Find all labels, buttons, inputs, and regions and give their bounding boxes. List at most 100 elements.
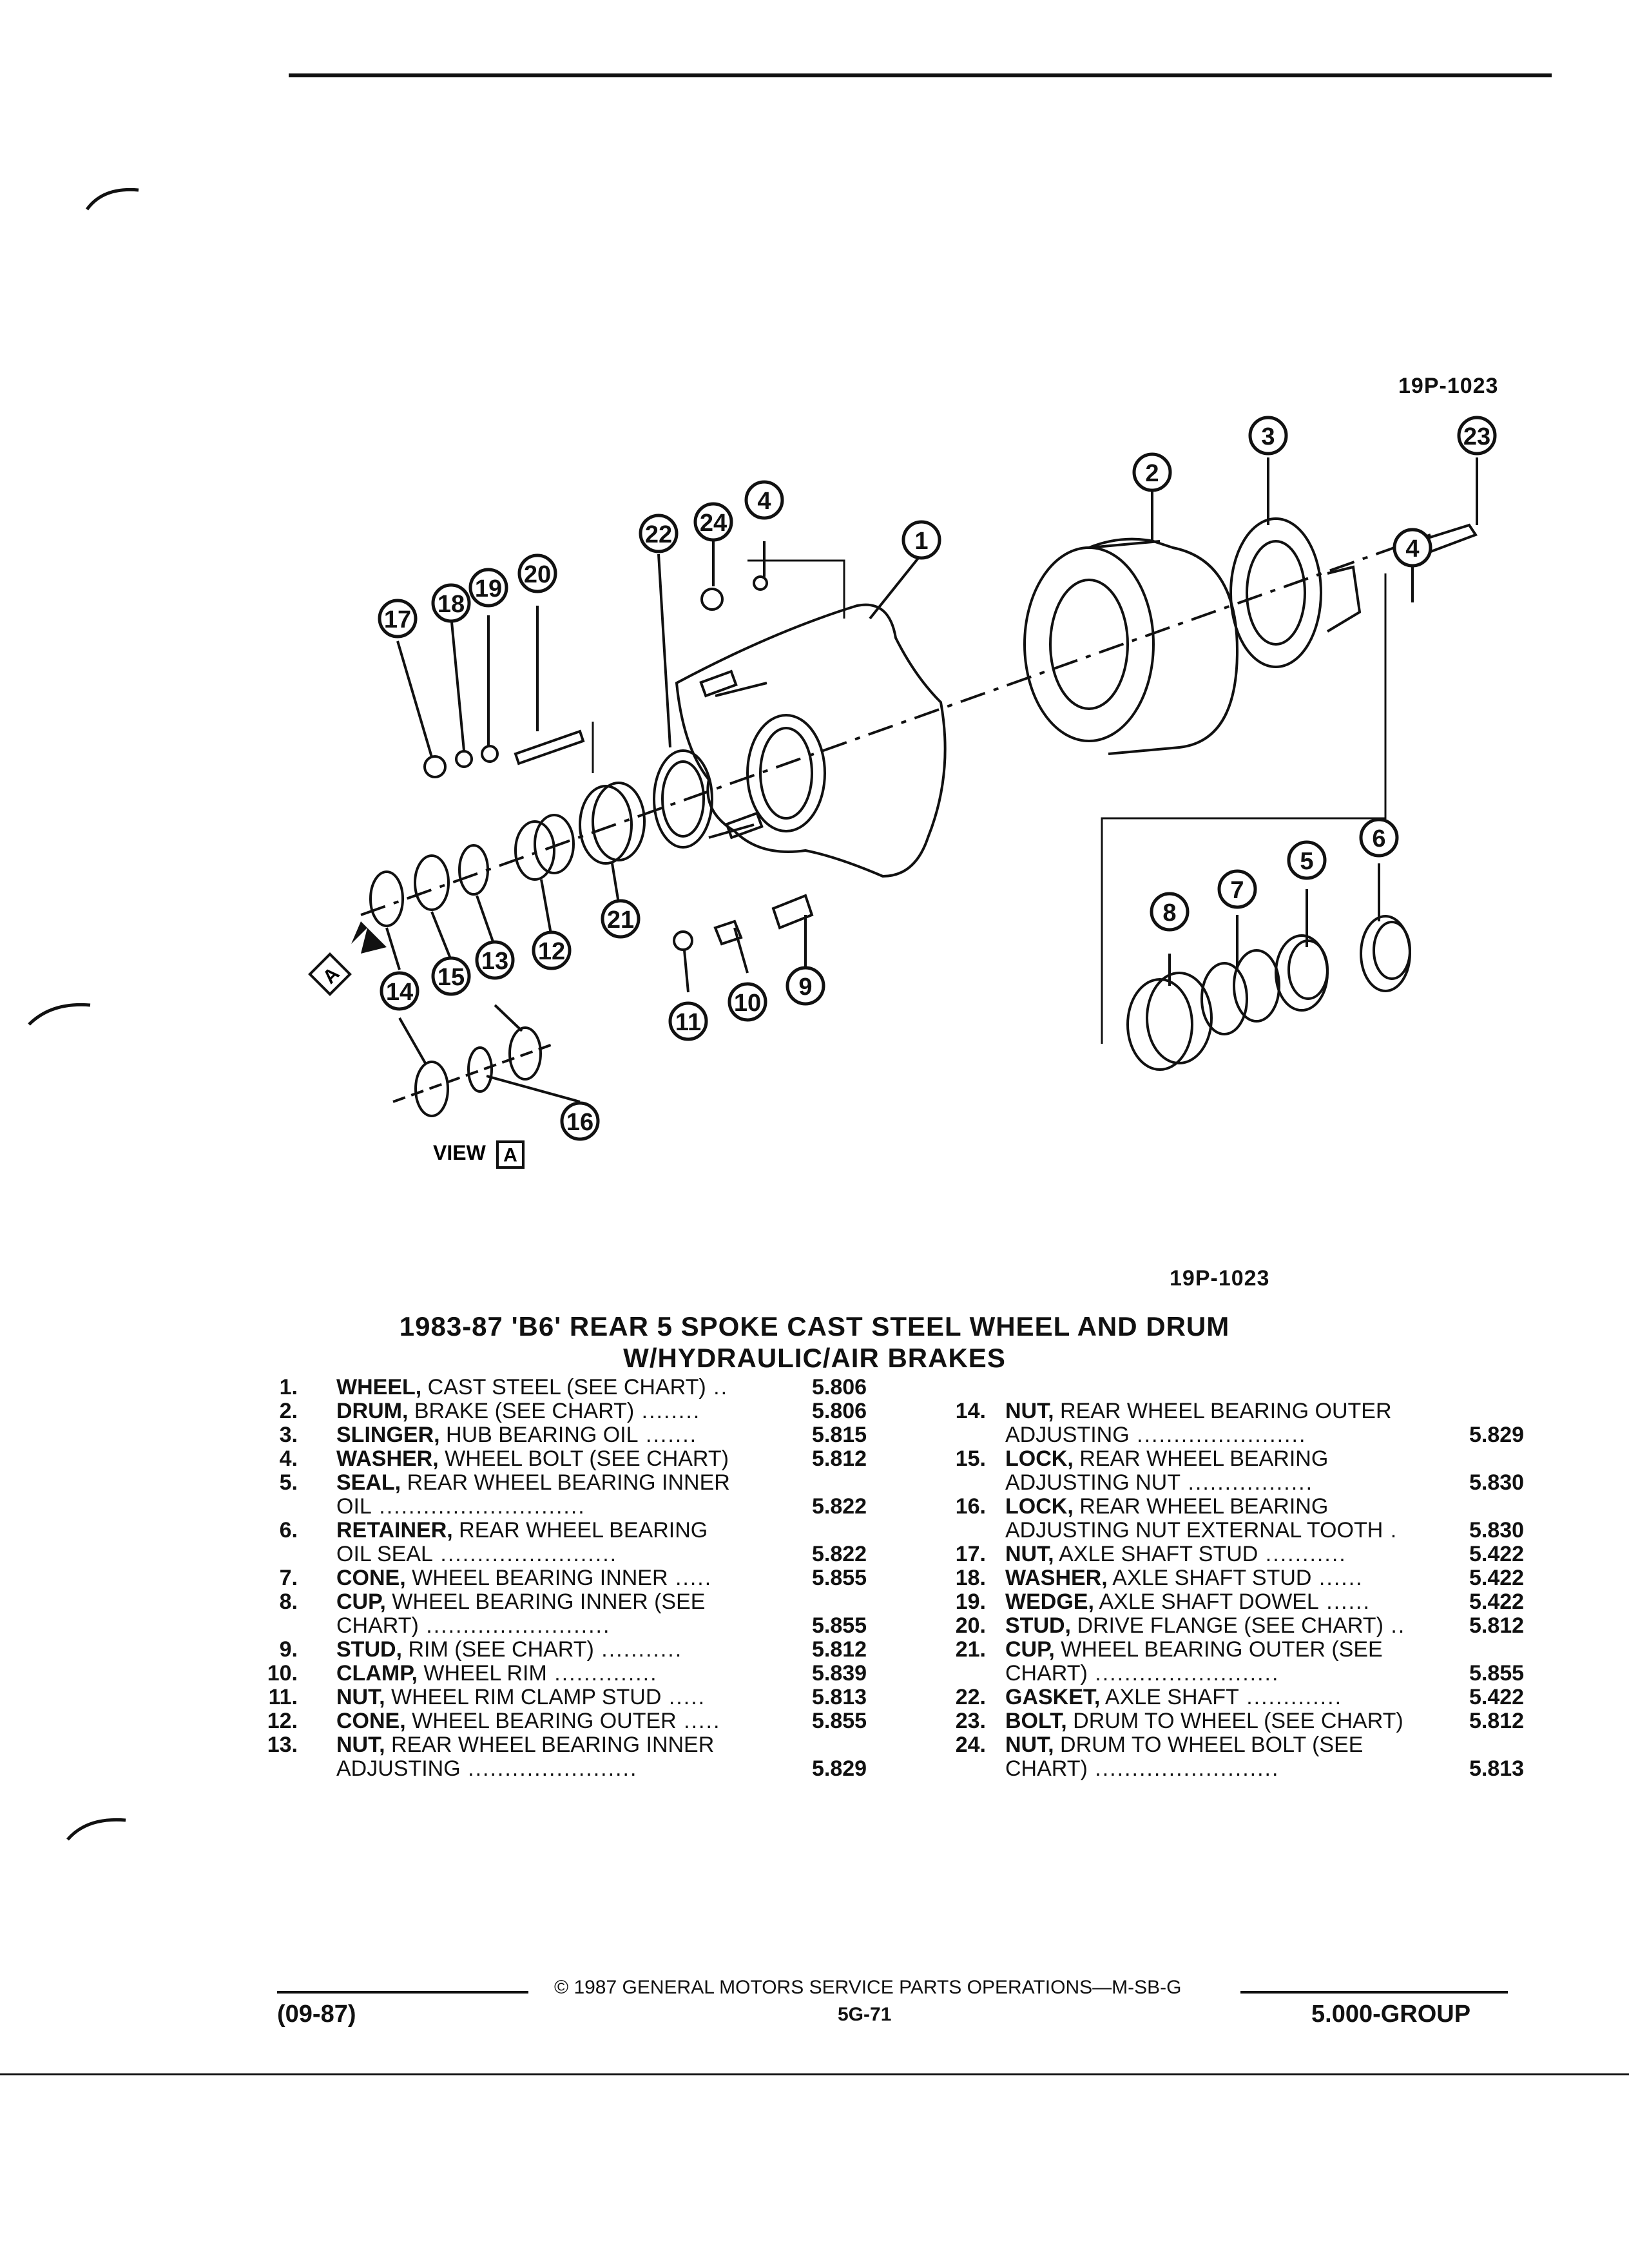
parts-list-row: 17.NUT, AXLE SHAFT STUD ...........5.422 bbox=[915, 1542, 1525, 1566]
parts-list-row: 4.WASHER, WHEEL BOLT (SEE CHART)5.812 bbox=[264, 1447, 876, 1471]
part-name: WASHER, bbox=[336, 1446, 439, 1471]
callout-14: 14 bbox=[380, 971, 419, 1011]
part-description: CUP, WHEEL BEARING INNER (SEE bbox=[336, 1590, 705, 1614]
part-detail: REAR WHEEL BEARING OUTER bbox=[1054, 1399, 1392, 1423]
part-number: 24. bbox=[955, 1733, 986, 1757]
callout-17: 17 bbox=[378, 599, 418, 639]
top-rule bbox=[289, 73, 1552, 77]
callout-label: 12 bbox=[538, 938, 565, 965]
part-detail: WHEEL RIM bbox=[417, 1661, 547, 1686]
group-reference: 5.829 bbox=[812, 1756, 867, 1781]
part-name: CUP, bbox=[336, 1590, 386, 1614]
part-detail: AXLE SHAFT bbox=[1100, 1685, 1239, 1709]
part-detail: CAST STEEL (SEE CHART) bbox=[421, 1375, 706, 1399]
callout-4-b: 4 bbox=[1393, 528, 1432, 568]
part-detail: WHEEL BEARING INNER bbox=[405, 1566, 668, 1590]
callout-label: 2 bbox=[1145, 460, 1159, 487]
leader-dots: ....... bbox=[638, 1423, 698, 1447]
parts-list-row: CHART) .........................5.855 bbox=[915, 1661, 1525, 1686]
part-description: OIL ............................ bbox=[336, 1495, 586, 1519]
part-name: SEAL, bbox=[336, 1470, 401, 1495]
part-name: GASKET, bbox=[1005, 1685, 1101, 1709]
callout-label: 1 bbox=[914, 528, 928, 555]
part-name: WASHER, bbox=[1005, 1566, 1108, 1590]
part-detail: DRUM TO WHEEL (SEE CHART) bbox=[1066, 1709, 1403, 1733]
parts-list-row: 15.LOCK, REAR WHEEL BEARING bbox=[915, 1447, 1521, 1471]
group-reference: 5.813 bbox=[1469, 1756, 1525, 1781]
part-detail: ADJUSTING NUT EXTERNAL TOOTH bbox=[1005, 1518, 1383, 1542]
group-reference: 5.422 bbox=[1469, 1542, 1525, 1566]
callout-label: 3 bbox=[1261, 423, 1275, 450]
part-description: CHART) ......................... bbox=[336, 1614, 610, 1638]
part-name: NUT, bbox=[1005, 1733, 1054, 1757]
callout-20: 20 bbox=[517, 553, 557, 593]
part-number: 2. bbox=[279, 1399, 298, 1423]
view-label: VIEW bbox=[433, 1141, 487, 1164]
part-description: RETAINER, REAR WHEEL BEARING bbox=[336, 1519, 708, 1542]
parts-list-row: 11.NUT, WHEEL RIM CLAMP STUD .....5.813 bbox=[264, 1686, 876, 1709]
callout-16: 16 bbox=[560, 1101, 600, 1141]
callout-label: 18 bbox=[438, 591, 465, 618]
callout-19: 19 bbox=[468, 568, 508, 608]
callout-11: 11 bbox=[668, 1001, 708, 1041]
callout-9: 9 bbox=[786, 966, 825, 1006]
part-detail: RIM (SEE CHART) bbox=[402, 1637, 594, 1662]
margin-mark-2 bbox=[28, 1003, 91, 1026]
leader-dots: ......................... bbox=[418, 1613, 611, 1638]
part-name: CUP, bbox=[1005, 1637, 1055, 1662]
parts-list-row: ADJUSTING NUT .................5.830 bbox=[915, 1471, 1524, 1495]
callout-label: 22 bbox=[645, 521, 672, 548]
callout-21: 21 bbox=[601, 899, 641, 939]
part-number: 11. bbox=[268, 1685, 298, 1709]
callout-6: 6 bbox=[1359, 818, 1399, 858]
parts-list-row: 6.RETAINER, REAR WHEEL BEARING bbox=[264, 1519, 876, 1542]
group-reference: 5.813 bbox=[812, 1685, 867, 1709]
part-description: WHEEL, CAST STEEL (SEE CHART) .. bbox=[336, 1376, 728, 1399]
part-number: 21. bbox=[955, 1637, 986, 1662]
group-reference: 5.855 bbox=[812, 1566, 867, 1590]
part-number: 5. bbox=[279, 1470, 298, 1495]
parts-list-row: ADJUSTING .......................5.829 bbox=[915, 1423, 1524, 1447]
footer-copyright: © 1987 GENERAL MOTORS SERVICE PARTS OPER… bbox=[554, 1977, 1182, 1998]
leader-dots: ................. bbox=[1181, 1470, 1314, 1495]
group-reference: 5.812 bbox=[812, 1446, 867, 1471]
parts-list-row: 1.WHEEL, CAST STEEL (SEE CHART) ..5.806 bbox=[264, 1376, 876, 1399]
callout-label: 23 bbox=[1463, 423, 1490, 450]
part-detail: OIL bbox=[336, 1494, 372, 1519]
footer-rule-left bbox=[277, 1991, 528, 1994]
part-description: ADJUSTING NUT ................. bbox=[1005, 1471, 1313, 1495]
part-description: NUT, DRUM TO WHEEL BOLT (SEE bbox=[1005, 1733, 1363, 1757]
part-name: CONE, bbox=[336, 1566, 406, 1590]
part-detail: BRAKE (SEE CHART) bbox=[408, 1399, 635, 1423]
leader-dots: ......................... bbox=[1087, 1661, 1280, 1686]
group-reference: 5.855 bbox=[1469, 1661, 1525, 1686]
parts-list-row: 5. SEAL, REAR WHEEL BEARING INNER bbox=[264, 1471, 876, 1495]
group-reference: 5.815 bbox=[812, 1423, 867, 1447]
part-number: 8. bbox=[279, 1590, 298, 1614]
group-reference: 5.839 bbox=[812, 1661, 867, 1686]
exploded-parts-diagram: A 12345678910111213141516171819202122232… bbox=[308, 416, 1497, 1169]
leader-dots: ........... bbox=[1258, 1542, 1347, 1566]
part-description: WASHER, AXLE SHAFT STUD ...... bbox=[1005, 1566, 1364, 1590]
margin-mark-1 bbox=[85, 187, 139, 211]
parts-list-row: CHART) .........................5.855 bbox=[264, 1614, 876, 1638]
callout-label: 19 bbox=[475, 575, 502, 602]
part-description: NUT, REAR WHEEL BEARING OUTER bbox=[1005, 1399, 1392, 1423]
part-detail: CHART) bbox=[336, 1613, 419, 1638]
parts-list-row: 21.CUP, WHEEL BEARING OUTER (SEE bbox=[915, 1638, 1521, 1662]
footer-group: 5.000-GROUP bbox=[1311, 2001, 1471, 2028]
part-detail: REAR WHEEL BEARING INNER bbox=[385, 1733, 715, 1757]
part-description: ADJUSTING ....................... bbox=[336, 1757, 637, 1781]
part-detail: AXLE SHAFT DOWEL bbox=[1094, 1590, 1319, 1614]
parts-list-row: OIL SEAL ........................5.822 bbox=[264, 1542, 876, 1566]
parts-list-row: 12.CONE, WHEEL BEARING OUTER .....5.855 bbox=[264, 1709, 876, 1733]
part-number: 9. bbox=[279, 1637, 298, 1662]
parts-list-row: 8. CUP, WHEEL BEARING INNER (SEE bbox=[264, 1590, 876, 1614]
leader-dots: ..... bbox=[668, 1566, 713, 1590]
callout-label: 17 bbox=[384, 606, 411, 633]
group-reference: 5.422 bbox=[1469, 1566, 1525, 1590]
part-name: NUT, bbox=[1005, 1542, 1054, 1566]
callout-7: 7 bbox=[1217, 869, 1257, 909]
group-reference: 5.855 bbox=[812, 1709, 867, 1733]
part-detail: REAR WHEEL BEARING INNER bbox=[401, 1470, 730, 1495]
